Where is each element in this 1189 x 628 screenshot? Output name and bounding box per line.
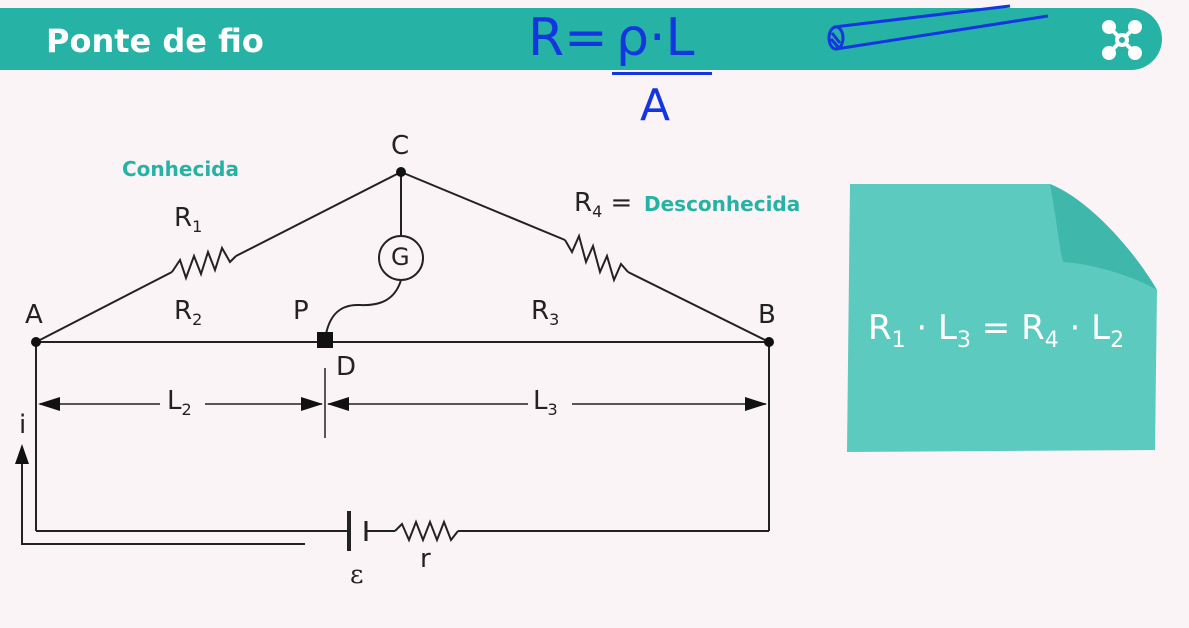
internal-resistance-label: r — [420, 544, 431, 574]
label-known: Conhecida — [122, 157, 239, 181]
wire-R4-B — [627, 271, 770, 343]
formula-s1: 1 — [891, 327, 906, 353]
length-L2-label: L2 — [167, 386, 192, 419]
node-D-label: D — [336, 352, 357, 382]
resistor-R4-label: R4 = — [574, 188, 632, 221]
r3-sub: 3 — [549, 310, 560, 330]
r4-text: R — [574, 188, 593, 218]
formula-s2: 3 — [957, 327, 971, 353]
network-nodes-icon[interactable] — [1100, 18, 1144, 62]
wire-C-R4 — [400, 171, 566, 241]
current-arrow — [21, 455, 305, 545]
formula-s4: 2 — [1110, 327, 1125, 353]
resistor-R1-label: R1 — [174, 203, 202, 236]
r1-text: R — [174, 203, 193, 233]
current-label: i — [19, 410, 27, 440]
node-A-label: A — [25, 300, 43, 330]
node-C-dot — [396, 167, 406, 177]
resistor-R3-label: R3 — [531, 296, 559, 329]
resistor-R1 — [171, 245, 237, 282]
formula-t1: R — [868, 308, 892, 348]
r4-sub: 4 — [592, 202, 603, 222]
arrowhead-L2-left — [38, 397, 60, 411]
r4-equals: = — [610, 188, 633, 218]
header-bar: Ponte de fio — [0, 8, 1162, 70]
wire-sketch-icon — [827, 4, 1049, 51]
wire-G-P — [325, 279, 402, 335]
resistor-r — [394, 519, 459, 543]
l2-sub: 2 — [181, 400, 192, 420]
node-A-dot — [31, 337, 41, 347]
formula-t3: = R — [971, 308, 1045, 348]
length-L3-label: L3 — [533, 386, 558, 419]
l3-sub: 3 — [547, 400, 558, 420]
r1-sub: 1 — [192, 217, 203, 237]
node-B-dot — [764, 337, 774, 347]
r2-text: R — [174, 296, 193, 326]
r2-sub: 2 — [192, 310, 203, 330]
node-B-label: B — [758, 300, 776, 330]
galvanometer-label: G — [391, 243, 410, 271]
formula-t2: · L — [905, 308, 957, 348]
l3-text: L — [533, 386, 548, 416]
arrowhead-L3-left — [327, 397, 349, 411]
handwritten-lhs: R= — [528, 8, 608, 68]
l2-text: L — [167, 386, 182, 416]
resistor-R4 — [564, 232, 629, 283]
node-C-label: C — [391, 131, 410, 161]
slider-contact-P[interactable] — [317, 332, 333, 348]
node-P-label: P — [293, 296, 309, 326]
r3-text: R — [531, 296, 550, 326]
handwritten-formula: R= ρ·L A — [528, 8, 728, 133]
sticky-note — [847, 184, 1157, 452]
handwritten-denominator: A — [640, 80, 671, 131]
handwritten-numerator: ρ·L — [616, 8, 695, 68]
formula-s3: 4 — [1044, 327, 1059, 353]
page-title: Ponte de fio — [46, 22, 264, 60]
arrowhead-L2-right — [301, 397, 323, 411]
wire-A-R1 — [35, 271, 173, 343]
balance-formula: R1 · L3 = R4 · L2 — [868, 308, 1124, 353]
label-unknown: Desconhecida — [644, 192, 801, 216]
fraction-bar — [612, 72, 712, 75]
emf-label: ε — [350, 560, 364, 590]
arrowhead-current — [15, 444, 29, 464]
resistor-R2-label: R2 — [174, 296, 202, 329]
formula-t4: · L — [1058, 308, 1111, 348]
wire-R1-C — [235, 171, 402, 257]
arrowhead-L3-right — [745, 397, 767, 411]
